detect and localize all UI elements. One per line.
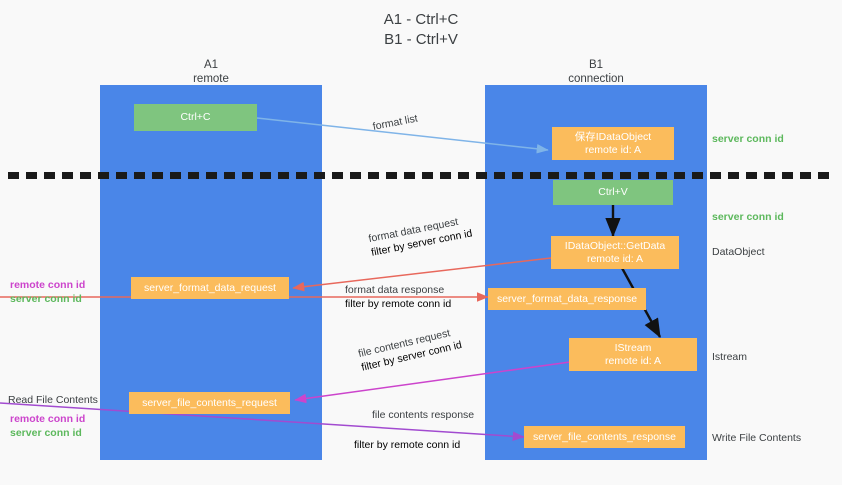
edge-label-format-data-request: format data request filter by server con… (367, 213, 474, 260)
phase-divider (8, 172, 834, 179)
node-idataobject-create[interactable]: 保存IDataObject remote id: A (552, 127, 674, 160)
edge-label-format-data-response-text: format data response (345, 284, 445, 296)
filter-key-remote-conn-id: remote conn id (390, 439, 461, 451)
annotation-server-conn-id-top: server conn id (712, 133, 784, 145)
annotation-remote-conn-id: remote conn id (10, 279, 86, 291)
annotation-format-conn-group: remote conn id server conn id (10, 278, 85, 306)
annotation-dataobject: DataObject (712, 246, 765, 258)
edge-label-format-data-response-filter: filter by remote conn id (345, 297, 451, 311)
edge-label-file-contents-response: file contents response filter by remote … (354, 408, 475, 452)
lane-header-a1: A1 remote (193, 59, 229, 85)
annotation-server-conn-id: server conn id (10, 293, 82, 305)
edge-label-file-contents-response-text: file contents response (372, 409, 475, 421)
filter-key-remote-conn-id: remote conn id (381, 298, 452, 310)
page-title: A1 - Ctrl+C B1 - Ctrl+V (383, 11, 459, 48)
filter-prefix: filter by (345, 298, 382, 310)
annotation-write-file-contents: Write File Contents (712, 432, 802, 444)
node-istream[interactable]: IStream remote id: A (569, 338, 697, 371)
node-server-file-contents-request[interactable]: server_file_contents_request (129, 392, 290, 414)
annotation-server-conn-id: server conn id (10, 427, 82, 439)
annotation-file-conn-group: remote conn id server conn id (10, 412, 85, 440)
node-server-format-data-response[interactable]: server_format_data_response (488, 288, 646, 310)
annotation-remote-conn-id: remote conn id (10, 413, 86, 425)
annotation-server-conn-id-second: server conn id (712, 211, 784, 223)
edge-label-file-contents-request: file contents request filter by server c… (357, 324, 463, 374)
edge-label-format-data-response: format data response filter by remote co… (345, 283, 451, 311)
node-server-file-contents-response[interactable]: server_file_contents_response (524, 426, 685, 448)
filter-prefix: filter by (354, 439, 391, 451)
lane-header-b1: B1 connection (568, 59, 624, 85)
node-ctrl-v[interactable]: Ctrl+V (553, 180, 673, 205)
edge-label-file-contents-response-filter: filter by remote conn id (354, 438, 474, 452)
node-idataobject-getdata[interactable]: IDataObject::GetData remote id: A (551, 236, 679, 269)
edge-label-format-list: format list (371, 112, 419, 133)
node-ctrl-c[interactable]: Ctrl+C (134, 104, 257, 131)
node-server-format-data-request[interactable]: server_format_data_request (131, 277, 289, 299)
annotation-istream: Istream (712, 351, 748, 363)
annotation-read-file-contents: Read File Contents (8, 394, 98, 406)
